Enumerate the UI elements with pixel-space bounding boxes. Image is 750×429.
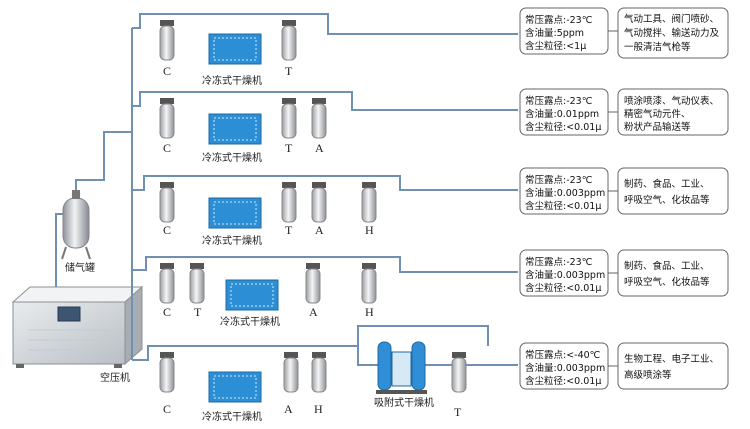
filter-label-a: A <box>315 223 324 237</box>
filter-label-c: C <box>163 402 171 416</box>
filter-label-c: C <box>163 141 171 155</box>
dryer-label: 冷冻式干燥机 <box>202 74 262 87</box>
spec-dust: 含尘粒径:<0.01μ <box>525 121 601 133</box>
application-text: 精密气动元件、 <box>624 108 691 120</box>
application-boxes: 气动工具、阀门喷砂、 气动搅拌、输送动力及 一般清洁气枪等 喷涂喷漆、气动仪表、… <box>617 7 729 390</box>
filter-label-h: H <box>365 223 374 237</box>
filter-t <box>281 20 297 61</box>
connectors <box>608 30 618 367</box>
spec-oil: 含油量:5ppm <box>525 27 584 39</box>
tank-label: 储气罐 <box>65 261 95 274</box>
spec-dew-point: 常压露点:-23℃ <box>525 174 593 186</box>
filter-label-c: C <box>163 64 171 78</box>
application-text: 气动工具、阀门喷砂、 <box>624 13 719 25</box>
filter-label-t: T <box>285 223 293 237</box>
filter-label-t: T <box>285 141 293 155</box>
spec-oil: 含油量:0.003ppm <box>525 362 605 374</box>
spec-boxes: 常压露点:-23℃ 含油量:5ppm 含尘粒径:<1μ 常压露点:-23℃ 含油… <box>519 7 609 390</box>
filter-label-h: H <box>365 305 374 319</box>
spec-oil: 含油量:0.01ppm <box>525 108 599 120</box>
spec-dust: 含尘粒径:<1μ <box>525 40 586 52</box>
spec-dust: 含尘粒径:<0.01μ <box>525 282 601 294</box>
filter-label-t: T <box>194 305 202 319</box>
filter-label-a: A <box>315 141 324 155</box>
application-text: 气动搅拌、输送动力及 <box>624 27 720 39</box>
air-compressor <box>11 285 144 368</box>
application-text: 呼吸空气、化妆品等 <box>624 276 710 288</box>
application-text: 粉状产品输送等 <box>624 121 691 133</box>
application-text: 生物工程、电子工业、 <box>624 353 719 365</box>
dryer-label: 冷冻式干燥机 <box>202 151 262 164</box>
spec-dew-point: 常压露点:-23℃ <box>525 14 593 26</box>
adsorption-dryer-label: 吸附式干燥机 <box>374 396 434 409</box>
application-text: 喷涂喷漆、气动仪表、 <box>624 95 719 107</box>
dryer-label: 冷冻式干燥机 <box>202 410 262 423</box>
spec-oil: 含油量:0.003ppm <box>525 269 605 281</box>
spec-dust: 含尘粒径:<0.01μ <box>525 375 601 387</box>
application-text: 高级喷涂等 <box>624 369 672 381</box>
spec-dew-point: 常压露点:-23℃ <box>525 95 593 107</box>
refrigerated-dryer <box>208 33 262 65</box>
filter-label-t: T <box>285 64 293 78</box>
filter-label-h: H <box>314 402 323 416</box>
row-1: C 冷冻式干燥机 T <box>159 20 297 87</box>
adsorption-dryer <box>376 341 427 394</box>
dryer-label: 冷冻式干燥机 <box>220 315 280 328</box>
filter-c <box>159 20 175 61</box>
application-text: 制药、食品、工业、 <box>624 260 710 272</box>
filter-label-t: T <box>454 405 462 419</box>
spec-oil: 含油量:0.003ppm <box>525 187 605 199</box>
row-2: C 冷冻式干燥机 T A <box>159 98 327 164</box>
application-text: 制药、食品、工业、 <box>624 178 710 190</box>
filter-label-a: A <box>284 402 293 416</box>
row-3: C 冷冻式干燥机 T A H <box>159 182 377 247</box>
row-5: C 冷冻式干燥机 A H 吸附式干燥机 T <box>159 341 467 423</box>
air-receiver-tank <box>61 190 91 260</box>
filter-label-c: C <box>163 305 171 319</box>
application-text: 呼吸空气、化妆品等 <box>624 194 710 206</box>
filter-label-c: C <box>163 223 171 237</box>
compressor-label: 空压机 <box>100 371 130 384</box>
spec-dew-point: 常压露点:<-40℃ <box>525 349 601 361</box>
row-pipes <box>132 13 518 366</box>
row-4: C T 冷冻式干燥机 A H <box>159 263 377 328</box>
filter-label-a: A <box>309 305 318 319</box>
spec-dew-point: 常压露点:-23℃ <box>525 256 593 268</box>
spec-dust: 含尘粒径:<0.01μ <box>525 200 601 212</box>
application-text: 一般清洁气枪等 <box>624 41 691 53</box>
dryer-label: 冷冻式干燥机 <box>202 234 262 247</box>
